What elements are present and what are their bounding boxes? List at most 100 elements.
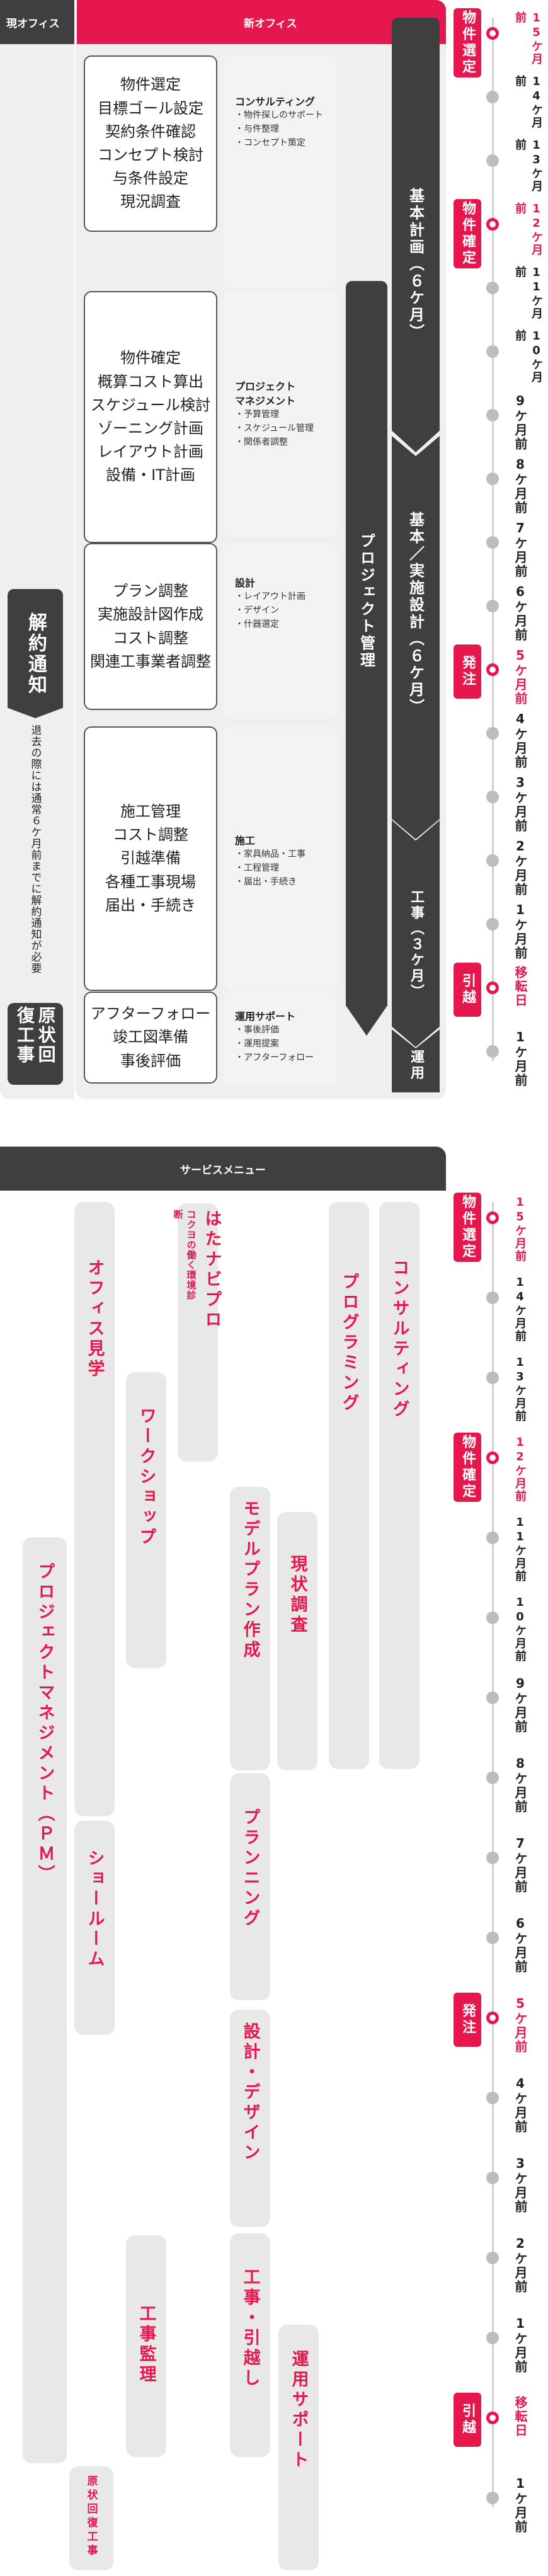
timeline-top-dot [486,663,499,676]
service-construction-supervision: 工事監理 [126,2235,166,2457]
category-design: 設計 ・レイアウト計画 ・デザイン ・什器選定 [224,543,337,719]
timeline-top-dot [486,282,499,294]
phase-design-label: 基本／実施設計（６ケ月） [406,512,425,716]
timeline-bottom-dot [486,1852,499,1864]
timeline-top-month-label: 4ケ月前 [513,711,528,769]
timeline-bottom-dot [486,2252,499,2264]
restoration-work-badge: 原状回復工事 [8,1003,63,1085]
service-hatanavi-pro: コクヨの働く環境診断 はたナビプロ [173,1203,222,1462]
timeline-top-milestone-badge: 物件選定 [454,8,481,77]
project-management-bar: プロジェクト管理 [346,281,387,1036]
timeline-top-dot [486,854,499,867]
timeline-bottom-milestone-badge: 物件確定 [454,1433,481,1502]
timeline-bottom-month-label: 10ケ月前 [513,1596,527,1663]
timeline-bottom-month-label: 12ケ月前 [513,1436,527,1503]
timeline-bottom-dot [486,1291,499,1304]
task-box-4: 施工管理コスト調整引越準備各種工事現場届出・手続き [84,726,217,991]
timeline-bottom-month-label: 3ケ月前 [513,2156,528,2214]
timeline-top-month-label: 2ケ月前 [513,839,528,896]
timeline-top-month-label: 9ケ月前 [513,393,528,451]
category-construction: 施工 ・家具納品・工事 ・工程管理 ・届出・手続き [224,726,337,991]
timeline-top-dot [486,727,499,740]
task-box-3: プラン調整実施設計図作成コスト調整関連工事業者調整 [84,543,217,710]
timeline-top-milestone-badge: 引越 [454,963,481,1017]
timeline-bottom-month-label: 8ケ月前 [513,1756,528,1814]
timeline-top-month-label: 15ケ月前 [513,11,543,66]
category-consulting: コンサルティング ・物件探しのサポート ・与件整理 ・コンセプト策定 [224,55,337,289]
timeline-bottom-month-label: 1ケ月前 [513,2476,528,2534]
service-workshop: ワークショップ [126,1372,166,1668]
timeline-top-month-label: 14ケ月前 [513,75,543,129]
timeline-top-dot [486,918,499,930]
phase-operation-label: 運用 [408,1050,424,1081]
timeline-bottom-dot [486,1692,499,1704]
timeline-bottom-dot [486,1371,499,1384]
service-construction-move: 工事・引越し [230,2233,270,2457]
timeline-bottom-dot [486,1772,499,1784]
phase-design: 基本／実施設計（６ケ月） [392,436,440,839]
timeline-top-dot [486,982,499,994]
service-planning: プランニング [230,1773,270,2000]
timeline-top-month-label: 3ケ月前 [513,775,528,833]
timeline-bottom-milestone-badge: 発注 [454,1993,481,2047]
project-management-label: プロジェクト管理 [357,533,375,669]
timeline-bottom-dot [486,2412,499,2424]
timeline-top-dot [486,91,499,103]
new-office-header: 新オフィス [77,0,446,44]
timeline-top-dot [486,27,499,40]
timeline-top-month-label: 7ケ月前 [513,520,528,578]
phase-operation: 運用 [392,1029,440,1092]
timeline-top-month-label: 6ケ月前 [513,584,528,642]
cancel-notice-badge: 解約通知 [8,589,63,718]
timeline-top-dot [486,791,499,803]
timeline-top-month-label: 1ケ月前 [513,1029,528,1087]
timeline-bottom-month-label: 14ケ月前 [513,1276,527,1342]
current-office-panel [0,0,74,1099]
task-box-1: 物件選定目標ゴール設定契約条件確認コンセプト検討与条件設定現況調査 [84,55,217,232]
timeline-top-month-label: 5ケ月前 [513,648,528,706]
timeline-bottom-month-label: 15ケ月前 [513,1196,527,1262]
timeline-bottom-dot [486,2332,499,2344]
phase-basic-plan-label: 基本計画（６ケ月） [406,188,425,341]
timeline-bottom-dot [486,1611,499,1624]
phase-basic-plan: 基本計画（６ケ月） [392,18,440,452]
timeline-bottom-month-label: 移転日 [513,2396,528,2437]
service-pm: プロジェクトマネジメント（ＰＭ） [23,1537,67,2463]
timeline-top-month-label: 11ケ月前 [513,266,543,320]
timeline-top-month-label: 8ケ月前 [513,457,528,515]
category-operation-support: 運用サポート ・事後評価 ・運用提案 ・アフターフォロー [224,992,337,1086]
timeline-top-milestone-badge: 発注 [454,644,481,699]
cancel-notice-note: 退去の際には通常６ケ月前までに解約通知が必要 [28,724,42,974]
timeline-bottom-month-label: 2ケ月前 [513,2236,528,2294]
timeline-bottom-month-label: 5ケ月前 [513,1996,528,2054]
timeline-top-dot [486,409,499,421]
timeline-top-dot [486,218,499,231]
timeline-top-dot [486,154,499,167]
timeline-top-dot [486,345,499,358]
phase-construction: 工事（３ケ月） [392,820,440,1047]
service-operation-support: 運用サポート [278,2325,319,2570]
timeline-bottom-dot [486,2012,499,2024]
timeline-bottom-dot [486,1932,499,1944]
service-model-plan: モデルプラン作成 [230,1487,270,1770]
timeline-bottom-dot [486,2092,499,2104]
timeline-bottom-dot [486,1211,499,1224]
timeline-bottom-dot [486,2172,499,2184]
service-office-visit: オフィス見学 [74,1202,115,1816]
task-box-2: 物件確定概算コスト算出スケジュール検討ゾーニング計画レイアウト計画設備・IT計画 [84,291,217,543]
timeline-top-milestone-badge: 物件確定 [454,199,481,268]
timeline-top-month-label: 12ケ月前 [513,202,543,256]
category-project-management: プロジェクト マネジメント ・予算管理 ・スケジュール管理 ・関係者調整 [224,291,337,538]
timeline-bottom-milestone-badge: 物件選定 [454,1193,481,1262]
service-showroom: ショールーム [74,1821,115,2035]
service-programming: プログラミング [329,1202,369,1769]
service-menu-header: サービスメニュー [0,1147,446,1191]
service-consulting: コンサルティング [379,1202,420,1769]
service-design: 設計・デザイン [230,2010,270,2227]
timeline-top-dot [486,1045,499,1058]
timeline-bottom-month-label: 4ケ月前 [513,2076,528,2134]
timeline-top-dot [486,600,499,612]
timeline-top-month-label: 13ケ月前 [513,139,543,193]
